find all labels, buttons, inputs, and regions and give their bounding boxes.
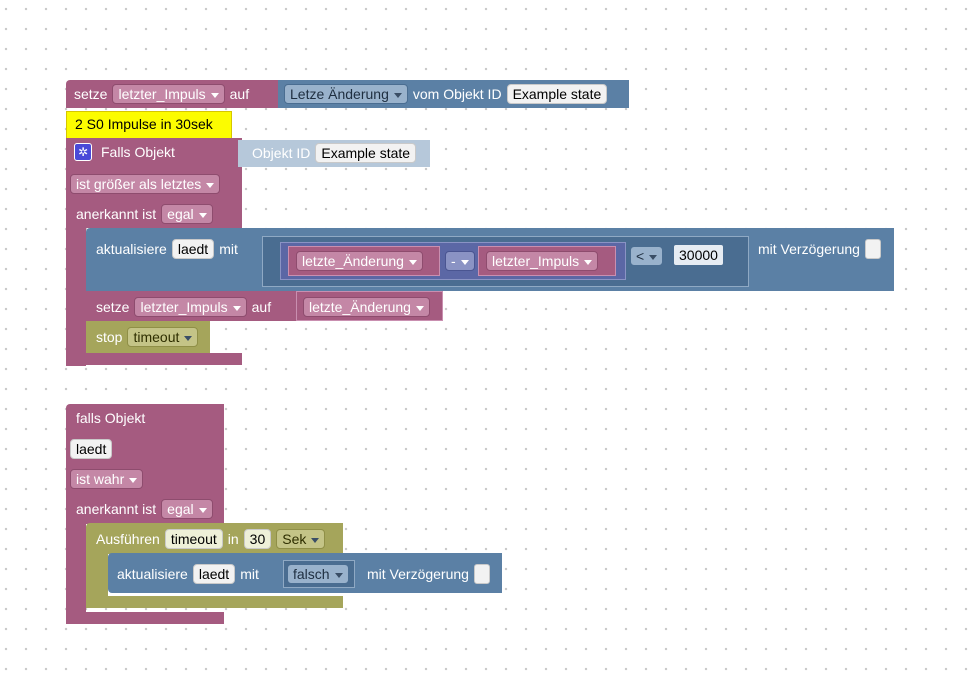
update-target-field[interactable]: laedt [171,239,215,259]
ack-dropdown-2[interactable]: egal [161,499,213,519]
chevron-down-icon [408,259,417,265]
operator-dropdown[interactable]: - [445,251,475,271]
chevron-down-icon [198,507,207,513]
var-dropdown-letzte-aenderung-2[interactable]: letzte_Änderung [303,297,430,317]
chevron-down-icon [415,305,424,311]
anerkannt-label-2: anerkannt ist [76,501,157,517]
var-dropdown-letzte-aenderung[interactable]: letzte_Änderung [296,251,423,271]
set-label-2: setze [96,299,130,315]
stop-label: stop [96,329,123,345]
ausfuehren-label: Ausführen [96,531,160,547]
falls-objekt-label: Falls Objekt [101,144,175,160]
number-field[interactable]: 30000 [672,243,725,267]
variable-dropdown-2[interactable]: letzter_Impuls [134,297,247,317]
variable-dropdown[interactable]: letzter_Impuls [112,84,225,104]
chevron-down-icon [232,305,241,311]
seconds-field[interactable]: 30 [243,529,272,549]
set-label: setze [74,86,108,102]
comment-note[interactable]: 2 S0 Impulse in 30sek [66,111,232,139]
delay-checkbox[interactable] [864,239,881,259]
chevron-down-icon [649,254,658,260]
chevron-down-icon [334,572,343,578]
falls-objekt-label-2: falls Objekt [76,410,146,426]
mit-label-2: mit [240,566,259,582]
mit-label: mit [219,241,238,257]
timeout-dropdown[interactable]: timeout [127,327,199,347]
bool-dropdown[interactable]: falsch [287,564,349,584]
object-id-field[interactable]: Example state [506,84,608,104]
trigger-footer [66,353,242,365]
object-field-laedt[interactable]: laedt [70,439,113,459]
trigger-spine-2 [66,520,86,624]
in-label: in [227,531,239,547]
to-label-2: auf [251,299,272,315]
objekt-id-label: Objekt ID [252,145,311,161]
trigger-footer-2 [66,612,224,624]
chevron-down-icon [393,92,402,98]
chevron-down-icon [210,92,219,98]
timeout-name-field[interactable]: timeout [164,529,223,549]
anerkannt-label: anerkannt ist [76,206,157,222]
chevron-down-icon [311,537,320,543]
to-label: auf [229,86,250,102]
chevron-down-icon [206,182,215,188]
condition-dropdown-2[interactable]: ist wahr [70,469,144,489]
gear-icon[interactable]: ✲ [74,143,92,161]
object-id-label: vom Objekt ID [412,86,502,102]
timeout-footer [86,596,343,608]
chevron-down-icon [198,212,207,218]
condition-dropdown[interactable]: ist größer als letztes [70,174,221,194]
compare-operator-dropdown[interactable]: < [630,246,664,266]
chevron-down-icon [129,477,138,483]
chevron-down-icon [460,259,469,265]
delay-checkbox-2[interactable] [473,564,490,584]
mit-verzoegerung-label: mit Verzögerung [758,241,860,257]
trigger-object-id-field[interactable]: Example state [315,143,417,163]
mit-verzoegerung-label-2: mit Verzögerung [367,566,469,582]
chevron-down-icon [184,335,193,341]
aktualisiere-label: aktualisiere [96,241,167,257]
timeout-spine [86,553,108,597]
property-dropdown[interactable]: Letze Änderung [284,84,408,104]
ack-dropdown[interactable]: egal [161,204,213,224]
aktualisiere-label-2: aktualisiere [117,566,188,582]
update-target-field-2[interactable]: laedt [192,564,236,584]
unit-dropdown[interactable]: Sek [276,529,326,549]
var-dropdown-letzter-impuls[interactable]: letzter_Impuls [486,251,599,271]
chevron-down-icon [584,259,593,265]
